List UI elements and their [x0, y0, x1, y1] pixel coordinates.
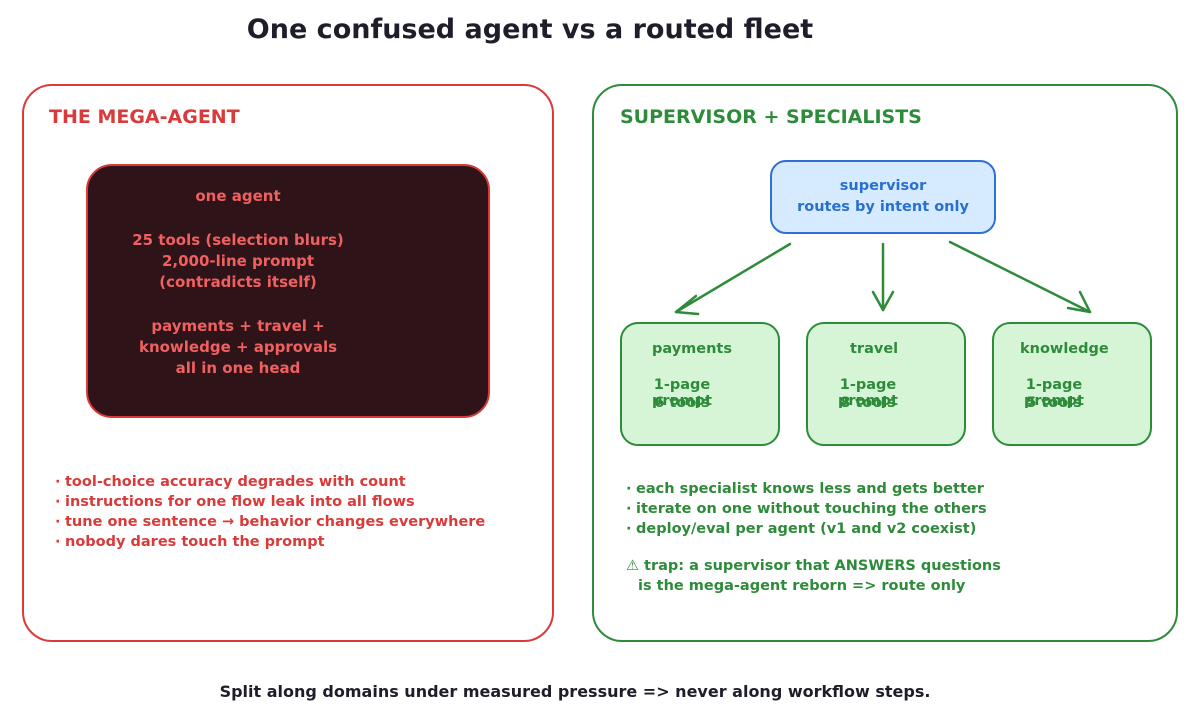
mega-box-line: 2,000-line prompt — [161, 252, 314, 270]
footer-caption: Split along domains under measured press… — [219, 682, 931, 701]
mega-box-line: (contradicts itself) — [159, 273, 317, 291]
supervisor-title: supervisor — [839, 178, 927, 194]
arrow-to-knowledge — [948, 240, 1092, 314]
specialist-name: payments — [652, 341, 732, 357]
specialist-prompt: 1-page prompt — [652, 377, 712, 409]
routing-arrows — [674, 240, 1092, 316]
arrowhead-payments — [674, 294, 700, 316]
mega-box-line: one agent — [195, 187, 281, 205]
supervisor-node: supervisor routes by intent only — [770, 160, 996, 234]
bullet-item: tune one sentence → behavior changes eve… — [55, 512, 495, 532]
trap-warning: ⚠ trap: a supervisor that ANSWERS questi… — [626, 556, 1166, 596]
specialist-tools: 8 tools — [840, 395, 896, 411]
supervisor-bullets: each specialist knows less and gets bett… — [626, 479, 1146, 539]
specialist-name: knowledge — [1020, 341, 1109, 357]
supervisor-subtitle: routes by intent only — [797, 199, 969, 215]
mega-box-line: all in one head — [175, 359, 301, 377]
specialist-knowledge: knowledge 1-page prompt 5 tools — [992, 322, 1152, 446]
bullet-item: iterate on one without touching the othe… — [626, 499, 1146, 519]
mega-box-line: knowledge + approvals — [138, 338, 338, 356]
bullet-item: deploy/eval per agent (v1 and v2 coexist… — [626, 519, 1146, 539]
specialist-travel: travel 1-page prompt 8 tools — [806, 322, 966, 446]
diagram-title: One confused agent vs a routed fleet — [246, 14, 814, 45]
specialist-name: travel — [850, 341, 899, 357]
trap-line: is the mega-agent reborn => route only — [638, 578, 966, 594]
arrow-to-payments — [674, 242, 792, 314]
mega-agent-panel: THE MEGA-AGENT one agent 25 tools (selec… — [22, 84, 554, 642]
specialist-tools: 6 tools — [654, 395, 710, 411]
mega-agent-bullets: tool-choice accuracy degrades with count… — [55, 472, 495, 552]
specialist-prompt: 1-page prompt — [1024, 377, 1084, 409]
specialist-tools: 5 tools — [1026, 395, 1082, 411]
bullet-item: nobody dares touch the prompt — [55, 532, 495, 552]
specialist-payments: payments 1-page prompt 6 tools — [620, 322, 780, 446]
arrowhead-travel — [871, 290, 895, 312]
mega-agent-heading: THE MEGA-AGENT — [49, 106, 240, 128]
bullet-item: instructions for one flow leak into all … — [55, 492, 495, 512]
bullet-item: tool-choice accuracy degrades with count — [55, 472, 495, 492]
supervisor-heading: SUPERVISOR + SPECIALISTS — [620, 106, 922, 128]
mega-box-line: 25 tools (selection blurs) — [132, 231, 344, 249]
mega-box-line: payments + travel + — [151, 317, 325, 335]
supervisor-panel: SUPERVISOR + SPECIALISTS supervisor rout… — [592, 84, 1178, 642]
mega-agent-box: one agent 25 tools (selection blurs) 2,0… — [86, 164, 490, 418]
arrowhead-knowledge — [1066, 290, 1092, 314]
specialist-prompt: 1-page prompt — [838, 377, 898, 409]
trap-line: ⚠ trap: a supervisor that ANSWERS questi… — [626, 558, 1001, 574]
bullet-item: each specialist knows less and gets bett… — [626, 479, 1146, 499]
